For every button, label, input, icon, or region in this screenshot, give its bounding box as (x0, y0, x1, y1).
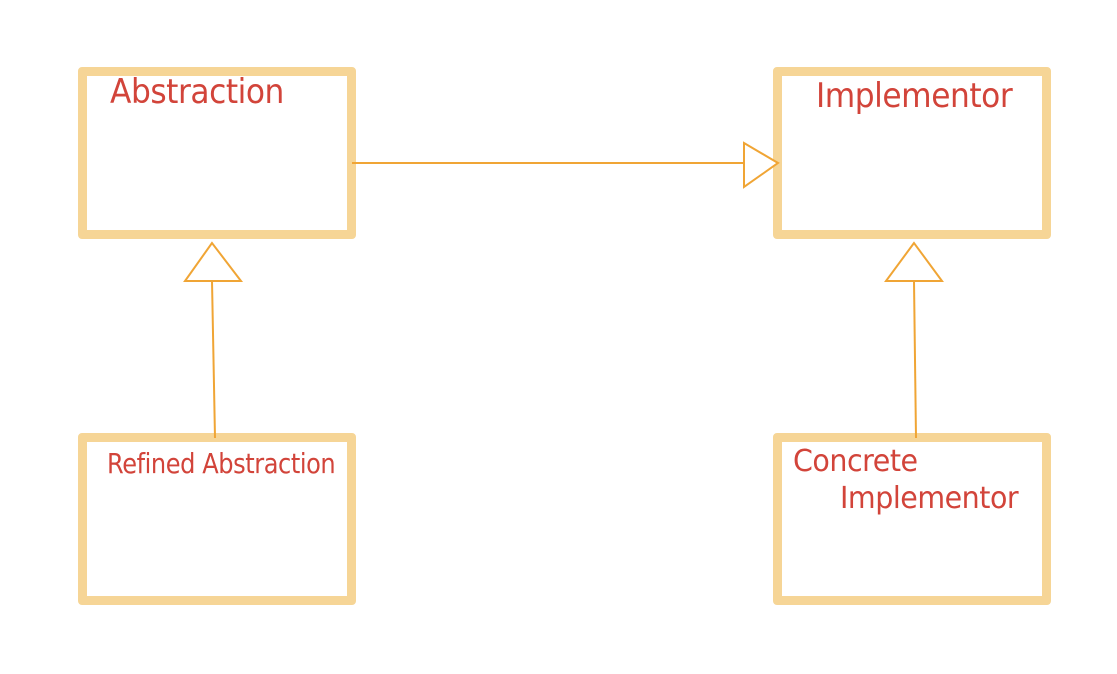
concrete-implementor-label-line2: Implementor (840, 481, 1019, 516)
edge-line (211, 280, 216, 439)
concrete-implementor-box[interactable] (773, 433, 1051, 605)
refined-to-abstraction-edge (183, 241, 244, 439)
abstraction-to-implementor-edge (352, 141, 780, 189)
refined-abstraction-box[interactable] (78, 433, 356, 605)
hollow-triangle-arrowhead (884, 241, 944, 282)
edge-line (913, 280, 917, 439)
implementor-box[interactable] (773, 67, 1051, 239)
abstraction-label: Abstraction (110, 72, 284, 112)
concrete-to-implementor-edge (884, 241, 944, 439)
hollow-triangle-arrowhead (743, 141, 780, 189)
abstraction-box[interactable] (78, 67, 356, 239)
hollow-triangle-arrowhead (183, 241, 244, 282)
concrete-implementor-label-line1: Concrete (793, 444, 918, 479)
implementor-label: Implementor (816, 76, 1013, 116)
refined-abstraction-label: Refined Abstraction (107, 447, 336, 480)
